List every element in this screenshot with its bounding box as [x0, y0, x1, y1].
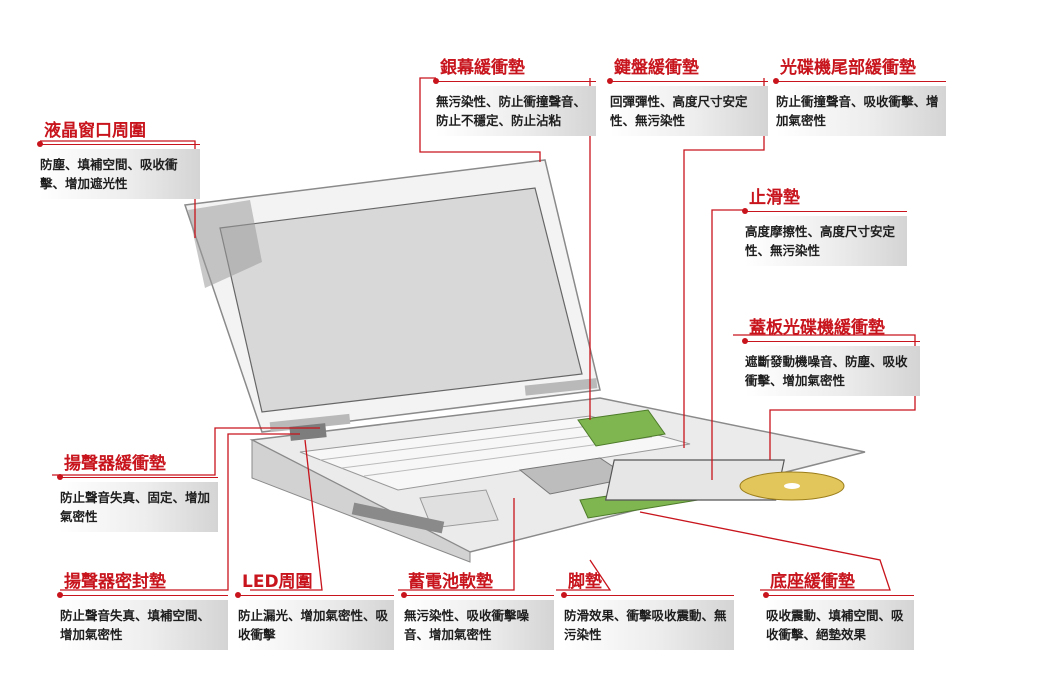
callout-rule — [57, 473, 218, 480]
callout-title: 液晶窗口周圍 — [44, 121, 146, 141]
keyboard-cushion-board — [577, 409, 666, 447]
callout-led-frame: LED周圍 防止漏光、增加氣密性、吸收衝擊 — [235, 572, 394, 650]
callout-title: 底座緩衝墊 — [770, 572, 855, 592]
callout-rule — [235, 591, 394, 598]
front-foot-pad — [351, 502, 445, 534]
battery-area — [419, 489, 499, 529]
callout-desc: 無污染性、防止衝撞聲音、防止不穩定、防止沾粘 — [436, 86, 596, 136]
callout-title: 銀幕緩衝墊 — [440, 58, 525, 78]
callout-speaker-cushion: 揚聲器緩衝墊 防止聲音失真、固定、增加氣密性 — [57, 454, 218, 532]
callout-rule — [57, 591, 228, 598]
callout-rule — [763, 591, 914, 598]
callout-battery-pad: 蓄電池軟墊 無污染性、吸收衝擊噪音、增加氣密性 — [401, 572, 554, 650]
callout-anti-slip-pad: 止滑墊 高度摩擦性、高度尺寸安定性、無污染性 — [742, 188, 907, 266]
callout-title: 蓋板光碟機緩衝墊 — [749, 318, 885, 338]
leader-lines — [40, 77, 916, 591]
callout-title: 脚墊 — [568, 572, 602, 592]
callout-desc: 遮斷發動機噪音、防塵、吸收衝擊、增加氣密性 — [745, 346, 920, 396]
laptop-screen — [219, 187, 583, 413]
callout-title: 鍵盤緩衝墊 — [614, 58, 699, 78]
callout-lcd-frame: 液晶窗口周圍 防塵、填補空間、吸收衝擊、增加遮光性 — [37, 121, 200, 199]
callout-keyboard-cushion: 鍵盤緩衝墊 回彈彈性、高度尺寸安定性、無污染性 — [607, 58, 768, 136]
callout-rule — [773, 77, 946, 84]
callout-drive-rear-cushion: 光碟機尾部緩衝墊 防止衝撞聲音、吸收衝擊、增加氣密性 — [773, 58, 946, 136]
callout-screen-cushion: 銀幕緩衝墊 無污染性、防止衝撞聲音、防止不穩定、防止沾粘 — [433, 58, 596, 136]
callout-drive-cover-cushion: 蓋板光碟機緩衝墊 遮斷發動機噪音、防塵、吸收衝擊、增加氣密性 — [742, 318, 920, 396]
callout-desc: 防止聲音失真、固定、增加氣密性 — [60, 482, 218, 532]
callout-desc: 防止漏光、增加氣密性、吸收衝擊 — [238, 600, 394, 650]
callout-foot-pad: 脚墊 防滑效果、衝擊吸收震動、無污染性 — [561, 572, 734, 650]
callout-desc: 防止衝撞聲音、吸收衝擊、增加氣密性 — [776, 86, 946, 136]
callout-title: 蓄電池軟墊 — [408, 572, 493, 592]
callout-title: 止滑墊 — [749, 188, 800, 208]
callout-desc: 無污染性、吸收衝擊噪音、增加氣密性 — [404, 600, 554, 650]
callout-desc: 防滑效果、衝擊吸收震動、無污染性 — [564, 600, 734, 650]
callout-desc: 防塵、填補空間、吸收衝擊、增加遮光性 — [40, 149, 200, 199]
lcd-frame-cushion-mark — [188, 200, 262, 288]
callout-desc: 防止聲音失真、填補空間、增加氣密性 — [60, 600, 228, 650]
callout-title: LED周圍 — [242, 572, 313, 592]
hinge-right — [524, 378, 598, 396]
callout-rule — [742, 337, 920, 344]
callout-rule — [37, 140, 200, 147]
callout-speaker-seal: 揚聲器密封墊 防止聲音失真、填補空間、增加氣密性 — [57, 572, 228, 650]
callout-rule — [433, 77, 596, 84]
callout-desc: 高度摩擦性、高度尺寸安定性、無污染性 — [745, 216, 907, 266]
callout-title: 光碟機尾部緩衝墊 — [780, 58, 916, 78]
callout-base-cushion: 底座緩衝墊 吸收震動、填補空間、吸收衝擊、絕墊效果 — [763, 572, 914, 650]
callout-rule — [607, 77, 768, 84]
callout-desc: 回彈彈性、高度尺寸安定性、無污染性 — [610, 86, 768, 136]
callout-rule — [401, 591, 554, 598]
callout-rule — [561, 591, 734, 598]
callout-rule — [742, 207, 907, 214]
callout-title: 揚聲器密封墊 — [64, 572, 166, 592]
callout-title: 揚聲器緩衝墊 — [64, 454, 166, 474]
callout-desc: 吸收震動、填補空間、吸收衝擊、絕墊效果 — [766, 600, 914, 650]
